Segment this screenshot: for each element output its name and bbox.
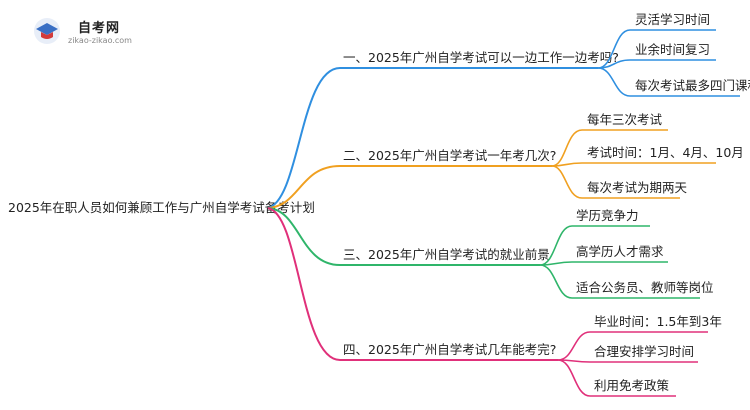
logo-url: zikao-zikao.com: [68, 36, 132, 45]
branch-connector-2: [267, 165, 341, 209]
child-label-1-3: 每次考试最多四门课程: [635, 78, 750, 93]
root-topic: 2025年在职人员如何兼顾工作与广州自学考试备考计划: [8, 200, 315, 215]
child-label-3-3: 适合公务员、教师等岗位: [576, 280, 714, 295]
child-connector-2-1: [551, 129, 668, 167]
branch-connector-3: [267, 207, 341, 266]
branch-connector-4: [267, 207, 341, 361]
branch-connector-1: [267, 67, 341, 209]
child-connector-1-1: [597, 29, 716, 69]
child-label-2-2: 考试时间：1月、4月、10月: [587, 145, 744, 160]
logo-name: 自考网: [78, 21, 121, 36]
child-connector-4-1: [557, 331, 708, 361]
child-connector-3-2: [539, 261, 668, 266]
branch-label-3: 三、2025年广州自学考试的就业前景: [343, 247, 550, 262]
child-connector-3-1: [539, 225, 650, 266]
child-label-2-1: 每年三次考试: [587, 112, 663, 127]
child-label-3-1: 学历竞争力: [576, 208, 639, 223]
branch-label-1: 一、2025年广州自学考试可以一边工作一边考吗?: [343, 50, 619, 65]
child-connector-2-2: [551, 162, 716, 167]
child-label-2-3: 每次考试为期两天: [587, 180, 688, 195]
child-connector-2-3: [551, 165, 680, 199]
child-label-4-3: 利用免考政策: [594, 378, 670, 393]
child-label-1-1: 灵活学习时间: [635, 12, 710, 27]
child-label-1-2: 业余时间复习: [635, 42, 710, 57]
branch-label-4: 四、2025年广州自学考试几年能考完?: [343, 342, 556, 357]
child-connector-4-2: [557, 359, 698, 363]
child-label-4-1: 毕业时间：1.5年到3年: [594, 314, 722, 329]
site-logo[interactable]: 自考网 zikao-zikao.com: [28, 14, 148, 54]
child-connector-4-3: [557, 359, 676, 397]
graduation-cap-icon: [34, 18, 60, 44]
child-connector-1-3: [597, 67, 740, 97]
child-label-3-2: 高学历人才需求: [576, 244, 664, 259]
branch-label-2: 二、2025年广州自学考试一年考几次?: [343, 148, 556, 163]
child-connector-1-2: [597, 59, 716, 69]
child-label-4-2: 合理安排学习时间: [594, 344, 694, 359]
child-connector-3-3: [539, 264, 700, 299]
